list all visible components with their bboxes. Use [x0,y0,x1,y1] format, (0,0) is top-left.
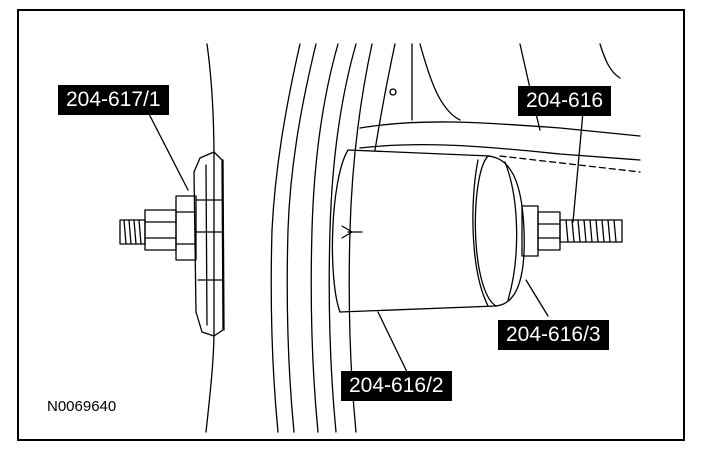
right-nut-and-stud [521,205,623,257]
callout-204-616: 204-616 [518,86,612,116]
callout-204-617-1: 204-617/1 [58,85,169,115]
figure-reference-code: N0069640 [47,398,117,415]
left-bracket-plate [193,151,224,337]
frame-rail [359,121,641,173]
puller-cylinder [331,149,497,313]
figure-frame [17,9,685,441]
left-body-panel [205,43,225,433]
leader-lines [147,111,584,375]
left-nut-and-stud [119,195,197,261]
callout-204-616-2: 204-616/2 [341,371,452,401]
callout-204-616-3: 204-616/3 [498,320,609,350]
puller-end-cap [474,155,525,307]
